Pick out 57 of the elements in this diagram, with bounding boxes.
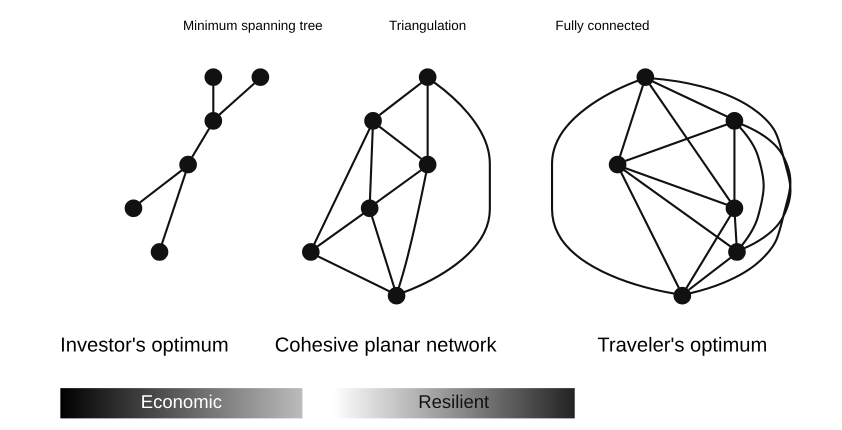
connector — [624, 167, 726, 206]
label: Economic — [140, 390, 222, 412]
node-circle — [725, 199, 743, 218]
node-circle — [178, 156, 196, 174]
label: Cohesive planar network — [274, 334, 496, 356]
connector — [218, 82, 254, 116]
label: Triangulation — [388, 18, 466, 33]
connector — [368, 129, 374, 200]
label: Minimum spanning tree — [182, 18, 322, 33]
node-circle — [636, 68, 654, 86]
label: Traveler's optimum — [596, 334, 767, 356]
connector — [733, 216, 738, 244]
connector — [690, 124, 791, 294]
connector — [550, 80, 674, 295]
connector — [684, 215, 731, 289]
node-circle — [150, 243, 168, 261]
connector — [648, 84, 730, 202]
node-circle — [725, 112, 743, 130]
node-circle — [204, 112, 222, 130]
label: Resilient — [418, 390, 489, 412]
connector — [316, 212, 364, 248]
node-circle — [387, 286, 405, 305]
connector — [317, 255, 390, 292]
connector — [370, 216, 395, 288]
connector — [624, 123, 727, 162]
node-circle — [360, 199, 378, 218]
connector — [622, 169, 731, 248]
node-circle — [728, 243, 746, 261]
connector — [312, 128, 370, 245]
connector — [618, 84, 644, 157]
connector — [652, 80, 727, 118]
connector — [160, 172, 186, 244]
connector — [212, 86, 214, 112]
connector — [620, 172, 680, 288]
node-circle — [608, 156, 626, 174]
node-circle — [204, 68, 222, 86]
node-circle — [673, 286, 691, 305]
label: Investor's optimum — [60, 334, 228, 356]
connector — [426, 86, 428, 156]
connector — [378, 126, 422, 160]
node-circle — [418, 156, 436, 174]
node-circle — [364, 112, 382, 130]
node-circle — [418, 68, 436, 86]
label: Fully connected — [554, 18, 650, 33]
connector — [653, 77, 791, 250]
connector — [190, 128, 210, 158]
connector — [688, 256, 731, 291]
node-circle — [124, 199, 142, 218]
connector — [738, 126, 764, 246]
connector — [403, 82, 490, 294]
node-circle — [251, 68, 269, 86]
node-circle — [302, 243, 320, 261]
connector — [138, 169, 182, 204]
connector — [378, 82, 422, 116]
connector — [375, 169, 422, 204]
connector — [397, 172, 427, 288]
connector — [732, 129, 735, 200]
